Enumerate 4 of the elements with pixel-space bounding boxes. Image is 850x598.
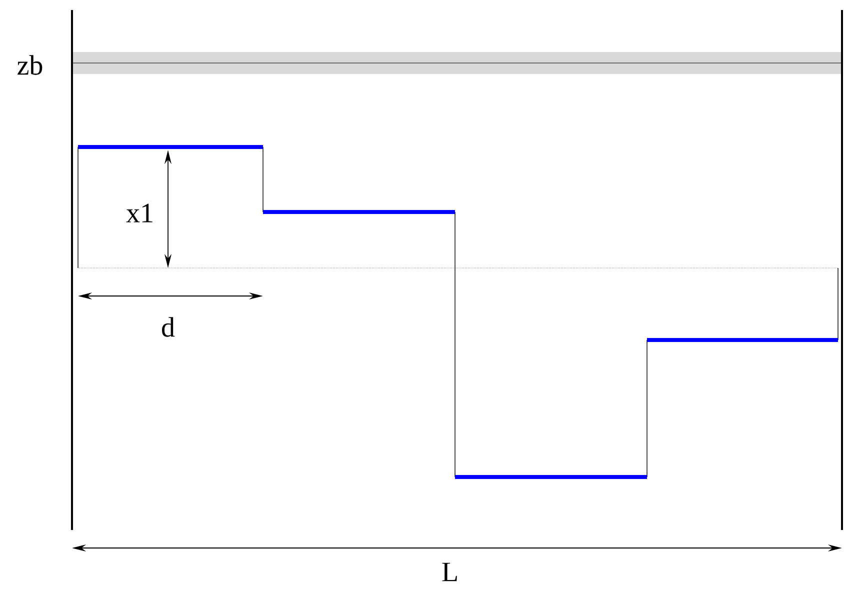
- dimension-label: x1: [126, 204, 152, 222]
- dimension-label: d: [162, 317, 175, 337]
- dimension-label: L: [442, 562, 457, 582]
- level-label: zb: [18, 55, 42, 75]
